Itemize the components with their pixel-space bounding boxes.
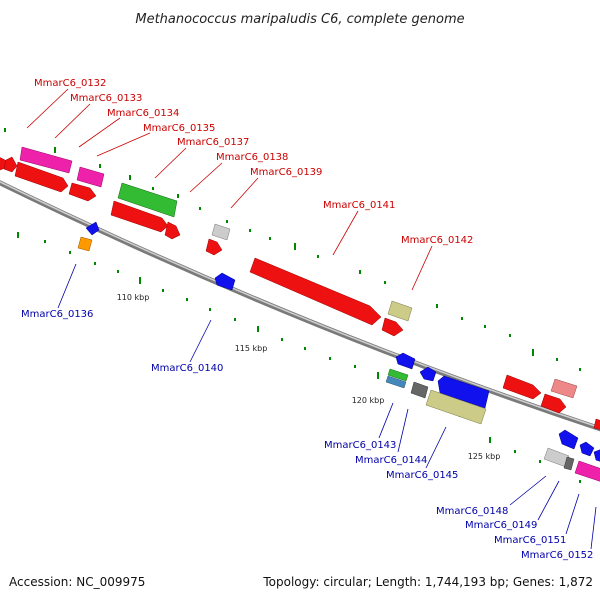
gene-mmarc6-0146[interactable] <box>502 374 542 400</box>
tick-label-110: 110 kbp <box>117 293 150 302</box>
gene-mmarc6-0137-b[interactable] <box>110 200 169 233</box>
gene-mmarc6-0140[interactable] <box>214 272 236 291</box>
gene-label-mmarc6-0148: MmarC6_0148 <box>436 506 508 517</box>
gene-mmarc6-0143[interactable] <box>395 352 416 370</box>
gene-label-mmarc6-0141: MmarC6_0141 <box>323 200 395 211</box>
reverse-leader-lines <box>57 263 597 550</box>
gene-mmarc6-0141-b[interactable] <box>381 317 404 337</box>
gene-mmarc6-0139[interactable] <box>205 238 223 256</box>
gene-mmarc6-0135-b[interactable] <box>68 182 97 202</box>
gene-mmarc6-0141[interactable] <box>249 257 382 326</box>
tick-label-120: 120 kbp <box>352 396 385 405</box>
gene-label-mmarc6-0151: MmarC6_0151 <box>494 535 566 546</box>
gene-mmarc6-0143-c[interactable] <box>385 375 407 389</box>
gene-label-mmarc6-0142: MmarC6_0142 <box>401 235 473 246</box>
gene-mmarc6-0142[interactable] <box>387 300 413 322</box>
gene-label-mmarc6-0152: MmarC6_0152 <box>521 550 593 561</box>
genome-backbone <box>0 180 600 432</box>
gene-label-mmarc6-0139: MmarC6_0139 <box>250 167 322 178</box>
gene-label-mmarc6-0136: MmarC6_0136 <box>21 309 93 320</box>
reverse-labels: MmarC6_0136 MmarC6_0140 MmarC6_0143 Mmar… <box>21 309 593 561</box>
gene-label-mmarc6-0149: MmarC6_0149 <box>465 520 537 531</box>
gene-label-mmarc6-0143: MmarC6_0143 <box>324 440 396 451</box>
gene-mmarc6-0150[interactable] <box>593 418 600 430</box>
gene-mmarc6-0134-b[interactable] <box>14 161 69 193</box>
gene-label-mmarc6-0145: MmarC6_0145 <box>386 470 458 481</box>
gene-label-mmarc6-0132: MmarC6_0132 <box>34 78 106 89</box>
gene-label-mmarc6-0140: MmarC6_0140 <box>151 363 223 374</box>
gene-mmarc6-0151[interactable] <box>579 441 595 457</box>
gene-mmarc6-0135[interactable] <box>76 166 105 188</box>
gene-label-mmarc6-0133: MmarC6_0133 <box>70 93 142 104</box>
gene-mmarc6-0144-b[interactable] <box>419 366 437 382</box>
gene-mmarc6-0147-b[interactable] <box>540 393 567 414</box>
gene-mmarc6-0143-b[interactable] <box>387 368 409 382</box>
gene-label-mmarc6-0135: MmarC6_0135 <box>143 123 215 134</box>
gene-mmarc6-0138[interactable] <box>211 223 231 241</box>
gene-mmarc6-0149[interactable] <box>563 456 575 471</box>
reverse-strand-genes <box>77 221 600 482</box>
gene-mmarc6-0137[interactable] <box>117 182 178 218</box>
tick-label-115: 115 kbp <box>235 344 268 353</box>
gene-mmarc6-0148-b[interactable] <box>558 429 579 450</box>
map-title: Methanococcus maripaludis C6, complete g… <box>135 12 464 27</box>
genome-summary-text: Topology: circular; Length: 1,744,193 bp… <box>262 575 593 589</box>
tick-label-125: 125 kbp <box>468 452 501 461</box>
gene-mmarc6-0136-b[interactable] <box>77 236 93 252</box>
gene-mmarc6-0136[interactable] <box>85 221 100 236</box>
gene-mmarc6-0134[interactable] <box>19 146 73 174</box>
gene-mmarc6-0144-c[interactable] <box>437 375 490 409</box>
gene-label-mmarc6-0134: MmarC6_0134 <box>107 108 179 119</box>
gene-mmarc6-0152[interactable] <box>574 460 600 482</box>
gene-mmarc6-0137-c[interactable] <box>164 221 181 240</box>
gene-mmarc6-0133[interactable] <box>3 156 18 173</box>
gene-mmarc6-0152-b[interactable] <box>593 449 600 462</box>
gene-label-mmarc6-0138: MmarC6_0138 <box>216 152 288 163</box>
gene-label-mmarc6-0144: MmarC6_0144 <box>355 455 427 466</box>
gene-mmarc6-0144[interactable] <box>410 381 429 399</box>
gene-mmarc6-0145[interactable] <box>425 389 487 425</box>
forward-leader-lines <box>26 88 433 291</box>
gene-label-mmarc6-0137: MmarC6_0137 <box>177 137 249 148</box>
accession-text: Accession: NC_009975 <box>9 575 145 589</box>
gene-mmarc6-0147[interactable] <box>550 378 578 399</box>
forward-strand-genes <box>0 146 600 430</box>
forward-labels: MmarC6_0132 MmarC6_0133 MmarC6_0134 Mmar… <box>34 78 473 246</box>
